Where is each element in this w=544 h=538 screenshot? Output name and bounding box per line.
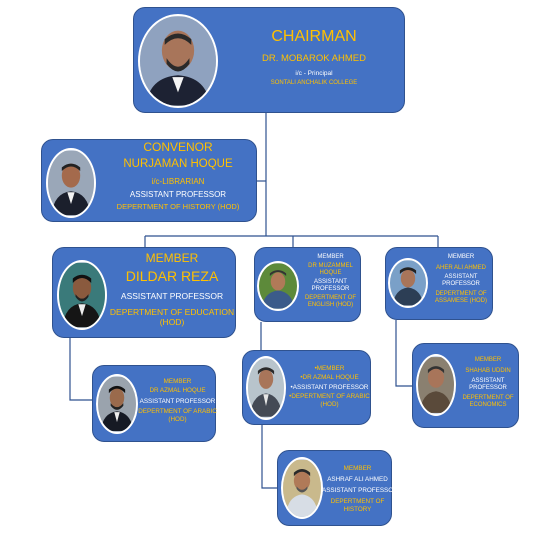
member-ashraf-department-line2: HISTORY	[343, 505, 372, 513]
member-dildar-card: MEMBER DILDAR REZA ASSISTANT PROFESSOR D…	[52, 247, 236, 338]
member-shahab-photo	[416, 354, 456, 416]
member-ashraf-department-line1: DEPERTMENT OF	[330, 498, 385, 506]
member-muzammel-text: MEMBER DR MUZAMMEL HOQUE ASSISTANT PROFE…	[299, 254, 362, 310]
member-muzammel-department-line2: ENGLISH (HOD)	[307, 302, 354, 309]
member-shahab-department-line2: ECONOMICS	[469, 402, 507, 409]
convenor-title: CONVENOR	[143, 140, 213, 154]
member-azmal-mid-text: •MEMBER •DR AZMAL HOQUE •ASSISTANT PROFE…	[287, 365, 372, 408]
chairman-text: CHAIRMAN DR. MOBAROK AHMED i/c - Princip…	[222, 28, 406, 87]
member-ashraf-designation: ASSISTANT PROFESSOR	[322, 486, 398, 494]
convenor-name: NURJAMAN HOQUE	[123, 158, 233, 171]
convenor-department: DEPERTMENT OF HISTORY (HOD)	[116, 201, 240, 211]
member-aher-card: MEMBER AHER ALI AHMED ASSISTANT PROFESSO…	[385, 247, 493, 320]
member-dildar-department-line1: DEPERTMENT OF EDUCATION	[109, 306, 235, 317]
member-azmal-left-name: DR AZMAL HOQUE	[149, 387, 206, 395]
member-muzammel-photo	[257, 261, 299, 311]
member-dildar-photo	[57, 260, 107, 330]
chairman-title: CHAIRMAN	[271, 28, 357, 45]
member-azmal-left-department-line1: DEPERTMENT OF ARABIC	[138, 408, 217, 416]
member-muzammel-department-line1: DEPERTMENT OF	[304, 295, 357, 302]
member-muzammel-title: MEMBER	[317, 254, 344, 260]
member-aher-title: MEMBER	[447, 254, 475, 260]
connector-dildar-to-azmal	[69, 338, 92, 401]
member-aher-designation-line2: PROFESSOR	[442, 281, 480, 288]
member-ashraf-text: MEMBER ASHRAF ALI AHMED ASSISTANT PROFES…	[322, 465, 398, 513]
member-azmal-mid-photo	[246, 356, 286, 420]
member-shahab-designation-line2: PROFESSOR	[469, 385, 507, 392]
member-dildar-text: MEMBER DILDAR REZA ASSISTANT PROFESSOR D…	[107, 251, 237, 327]
member-azmal-mid-designation: •ASSISTANT PROFESSOR	[290, 383, 369, 391]
connector-aher-to-shahab	[395, 320, 412, 387]
convenor-designation: ASSISTANT PROFESSOR	[129, 190, 227, 200]
member-azmal-mid-title: •MEMBER	[314, 365, 345, 372]
member-ashraf-name: ASHRAF ALI AHMED	[327, 476, 388, 484]
convenor-text: CONVENOR NURJAMAN HOQUE i/c-LIBRARIAN AS…	[98, 140, 258, 211]
member-muzammel-name-line1: DR MUZAMMEL	[308, 263, 353, 270]
member-dildar-designation: ASSISTANT PROFESSOR	[120, 290, 224, 301]
member-ashraf-photo	[281, 457, 323, 519]
member-shahab-name: SHAHAB UDDIN	[465, 368, 511, 375]
chairman-role: i/c - Principal	[295, 70, 333, 78]
chairman-card: CHAIRMAN DR. MOBAROK AHMED i/c - Princip…	[133, 7, 405, 113]
member-muzammel-designation-line1: ASSISTANT	[314, 279, 347, 286]
member-dildar-name: DILDAR REZA	[125, 268, 219, 285]
convenor-card: CONVENOR NURJAMAN HOQUE i/c-LIBRARIAN AS…	[41, 139, 257, 222]
member-shahab-department-line1: DEPERTMENT OF	[462, 395, 514, 402]
convenor-role: i/c-LIBRARIAN	[151, 176, 205, 186]
member-azmal-mid-department-line2: (HOD)	[320, 400, 339, 408]
member-shahab-card: MEMBER SHAHAB UDDIN ASSISTANT PROFESSOR …	[412, 343, 519, 428]
chairman-name: DR. MOBAROK AHMED	[262, 52, 366, 64]
chairman-college: SONTALI ANCHALIK COLLEGE	[270, 79, 358, 86]
chairman-photo	[138, 14, 218, 108]
member-aher-text: MEMBER AHER ALI AHMED ASSISTANT PROFESSO…	[428, 254, 494, 305]
member-azmal-mid-card: •MEMBER •DR AZMAL HOQUE •ASSISTANT PROFE…	[242, 350, 371, 425]
member-aher-department-line1: DEPERTMENT OF	[435, 291, 487, 298]
member-dildar-department-line2: (HOD)	[159, 316, 185, 327]
member-aher-photo	[388, 258, 428, 308]
member-aher-department-line2: ASSAMESE (HOD)	[434, 298, 487, 305]
member-muzammel-card: MEMBER DR MUZAMMEL HOQUE ASSISTANT PROFE…	[254, 247, 361, 322]
member-dildar-title: MEMBER	[145, 251, 199, 265]
member-azmal-left-designation: ASSISTANT PROFESSOR	[139, 397, 216, 405]
member-shahab-designation-line1: ASSISTANT	[471, 378, 505, 385]
member-azmal-left-text: MEMBER DR AZMAL HOQUE ASSISTANT PROFESSO…	[138, 378, 217, 423]
member-azmal-mid-name: •DR AZMAL HOQUE	[300, 374, 359, 382]
member-muzammel-designation-line2: PROFESSOR	[311, 286, 350, 293]
member-azmal-mid-department-line1: •DEPERTMENT OF ARABIC	[289, 393, 370, 401]
member-ashraf-title: MEMBER	[343, 465, 372, 472]
member-azmal-left-card: MEMBER DR AZMAL HOQUE ASSISTANT PROFESSO…	[92, 365, 217, 442]
member-ashraf-card: MEMBER ASHRAF ALI AHMED ASSISTANT PROFES…	[277, 450, 398, 526]
member-muzammel-name-line2: HOQUE	[319, 270, 342, 277]
convenor-photo	[46, 148, 96, 218]
member-azmal-left-department-line2: (HOD)	[168, 415, 187, 423]
member-aher-designation-line1: ASSISTANT	[444, 274, 478, 281]
member-azmal-left-title: MEMBER	[163, 378, 192, 385]
connector-azmal-to-ashraf	[261, 425, 277, 489]
member-azmal-left-photo	[96, 374, 138, 434]
member-aher-name: AHER ALI AHMED	[435, 265, 486, 272]
member-shahab-title: MEMBER	[474, 357, 502, 363]
member-shahab-text: MEMBER SHAHAB UDDIN ASSISTANT PROFESSOR …	[456, 357, 520, 409]
